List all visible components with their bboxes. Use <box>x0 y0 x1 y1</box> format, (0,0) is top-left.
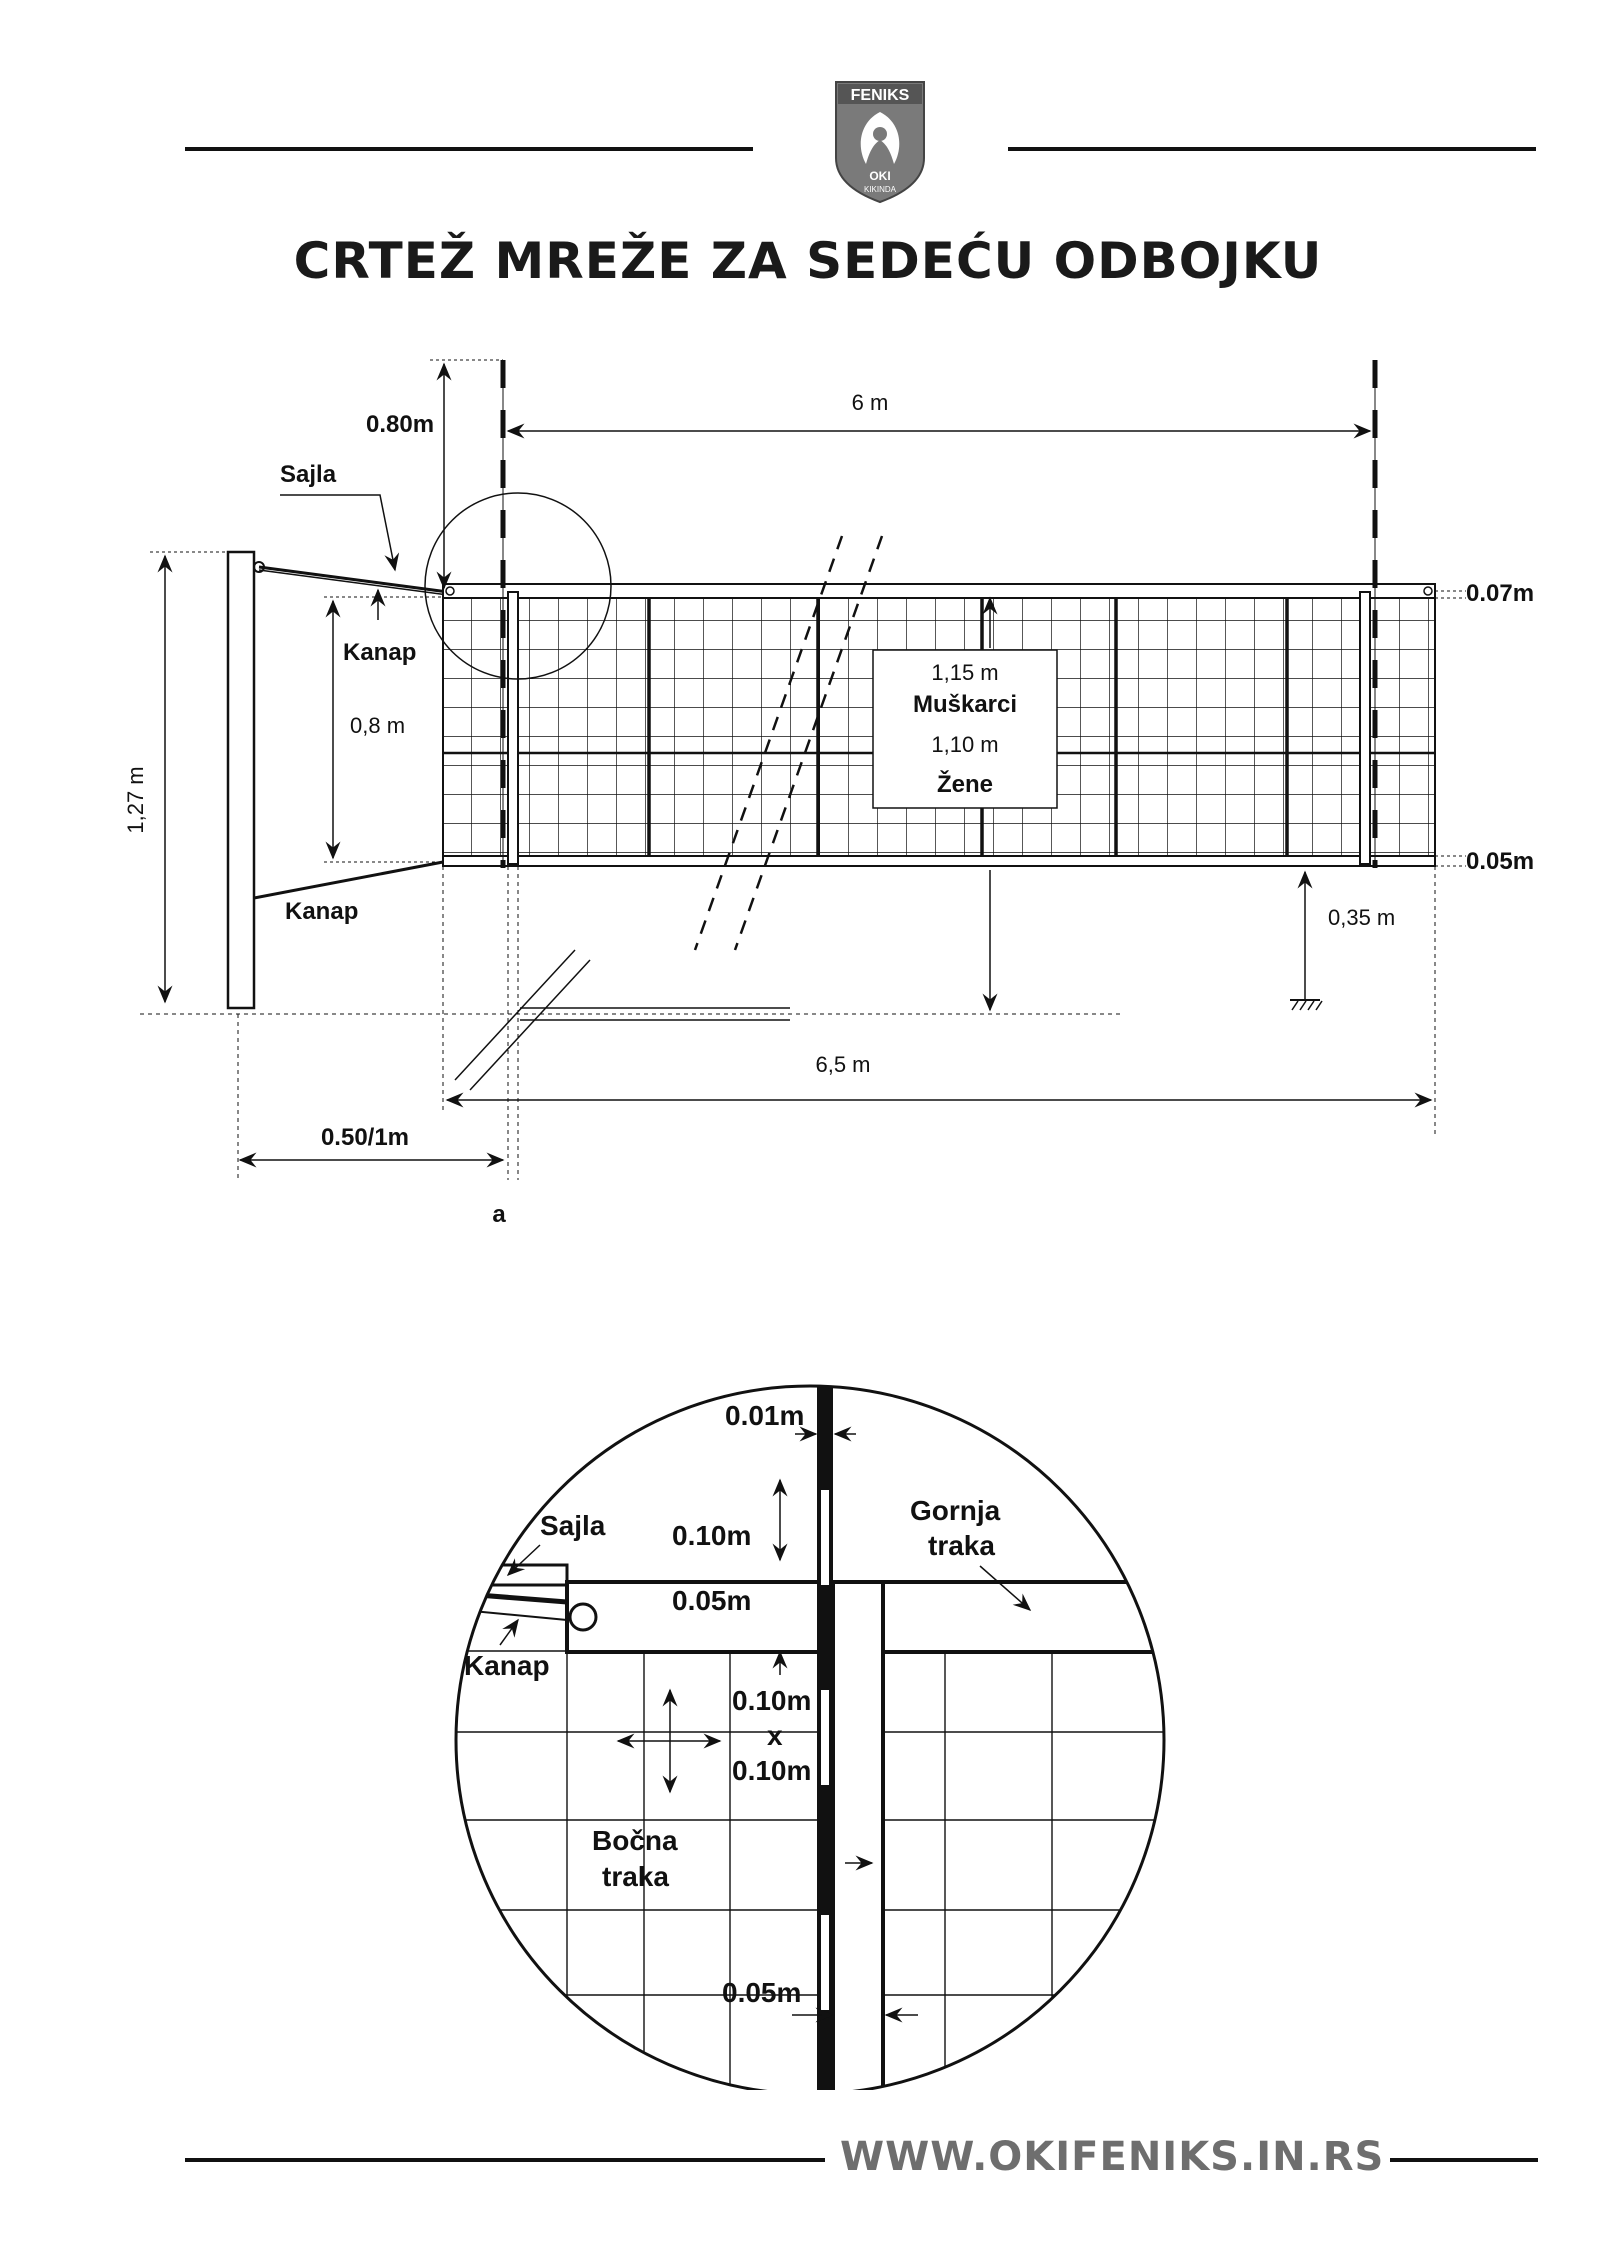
kanap-cable-bottom <box>253 860 444 900</box>
traka-side-label: traka <box>602 1861 669 1892</box>
kanap-bottom-label: Kanap <box>285 898 358 925</box>
header-rule-left <box>185 147 753 151</box>
feniks-logo: FENIKS OKI KIKINDA <box>835 81 925 204</box>
gornja-label: Gornja <box>910 1495 1001 1526</box>
footer-url: WWW.OKIFENIKS.IN.RS <box>840 2134 1385 2180</box>
svg-text:FENIKS: FENIKS <box>851 87 910 104</box>
detail-circle-outline <box>454 1384 1166 2090</box>
band-width-label: 0.05m <box>672 1585 751 1616</box>
marker-a: a <box>492 1201 506 1228</box>
header-rule-right <box>1008 147 1536 151</box>
traka-top-label: traka <box>928 1530 995 1561</box>
detail-callout-circle <box>424 492 612 680</box>
sajla-cable <box>258 565 449 594</box>
net-length-label: 6,5 m <box>815 1052 870 1077</box>
footer-rule-right <box>1390 2158 1538 2162</box>
bottom-band <box>442 855 1436 867</box>
mesh-size-b-label: 0.10m <box>732 1755 811 1786</box>
mesh-size-x-label: x <box>767 1720 783 1751</box>
sajla-label: Sajla <box>280 461 337 488</box>
footer-rule-left <box>185 2158 825 2162</box>
svg-text:KIKINDA: KIKINDA <box>864 185 897 194</box>
antenna-stripe-label: 0.10m <box>672 1520 751 1551</box>
kanap-top-label: Kanap <box>343 639 416 666</box>
bocna-label: Bočna <box>592 1825 678 1856</box>
side-band-width-label: 0.05m <box>722 1977 801 2008</box>
women-label: Žene <box>937 770 993 798</box>
post-height-label: 1,27 m <box>123 766 148 833</box>
post <box>226 550 256 1010</box>
net-depth-label: 0,8 m <box>350 713 405 738</box>
mesh-size-a-label: 0.10m <box>732 1685 811 1716</box>
page-title: CRTEŽ MREŽE ZA SEDEĆU ODBOJKU <box>293 232 1323 290</box>
detail-kanap-label: Kanap <box>464 1650 550 1681</box>
width-6m-label: 6 m <box>852 390 889 415</box>
side-band-right <box>1359 591 1371 865</box>
side-band-left <box>507 591 519 865</box>
kanap-cable-top <box>258 569 449 596</box>
top-band <box>442 583 1436 599</box>
top-band-label: 0.07m <box>1466 580 1534 607</box>
men-label: Muškarci <box>913 691 1017 718</box>
svg-text:OKI: OKI <box>869 169 890 183</box>
bottom-band-label: 0.05m <box>1466 848 1534 875</box>
women-height-label: 1,10 m <box>931 732 998 757</box>
height-box <box>872 649 1058 809</box>
net-diagram: 1,27 m 0.80m 6 m Sajla Kanap <box>123 359 1534 1228</box>
antenna-height-label: 0.80m <box>366 411 434 438</box>
post-distance-label: 0.50/1m <box>321 1124 409 1151</box>
detail-diagram: 0.01m 0.10m Sajla Kanap Gornja traka 0.0… <box>454 1384 1166 2090</box>
floor-gap-label: 0,35 m <box>1328 905 1395 930</box>
detail-side-band <box>831 1580 885 2090</box>
detail-sajla-label: Sajla <box>540 1510 606 1541</box>
men-height-label: 1,15 m <box>931 660 998 685</box>
antenna-width-label: 0.01m <box>725 1400 804 1431</box>
